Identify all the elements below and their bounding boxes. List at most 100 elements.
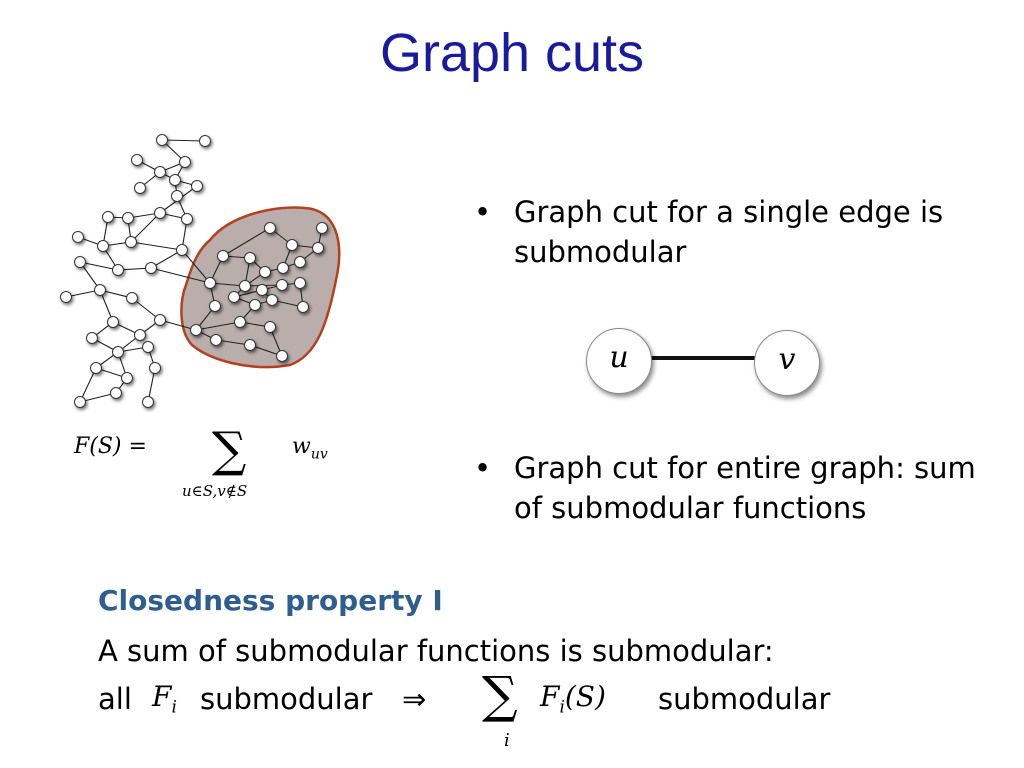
- formula-term: wuv: [292, 434, 328, 462]
- graph-node: [145, 262, 157, 274]
- Fi-subscript: i: [171, 697, 177, 718]
- graph-node: [90, 362, 102, 374]
- graph-edge: [181, 249, 211, 284]
- graph-node: [266, 294, 278, 306]
- graph-node: [217, 250, 229, 262]
- graph-node: [316, 222, 328, 234]
- graph-node: [286, 239, 298, 251]
- graph-illustration: [60, 134, 341, 408]
- graph-node: [156, 134, 168, 146]
- graph-node: [112, 346, 124, 358]
- graph-node: [190, 324, 202, 336]
- graph-node: [154, 207, 166, 219]
- sum-i-symbol: ∑: [482, 666, 518, 724]
- graph-node: [86, 332, 98, 344]
- sum-symbol: ∑: [212, 422, 247, 478]
- graph-node: [176, 244, 188, 256]
- closedness-statement: A sum of submodular functions is submodu…: [98, 634, 774, 668]
- closedness-heading: Closedness property I: [98, 584, 443, 617]
- FiS-term: Fi(S): [540, 680, 606, 718]
- submodular-word-2: submodular: [658, 682, 831, 716]
- graph-node: [276, 279, 288, 291]
- bullet-dot: •: [474, 451, 492, 485]
- graph-node: [249, 299, 261, 311]
- graph-node: [126, 292, 138, 304]
- Fi-symbol: Fi: [152, 680, 177, 718]
- graph-edge: [150, 267, 211, 284]
- cut-formula: F(S) = ∑ u∈S,v∉S wuv: [74, 422, 374, 508]
- graph-node: [97, 240, 109, 252]
- graph-node: [294, 277, 306, 289]
- graph-node: [297, 301, 309, 313]
- graph-node: [264, 222, 276, 234]
- submodular-word-1: submodular: [200, 682, 373, 716]
- graph-edge: [79, 392, 117, 403]
- graph-node: [142, 341, 154, 353]
- graph-node: [142, 396, 154, 408]
- graph-node: [204, 277, 216, 289]
- graph-edge: [79, 367, 97, 403]
- graph-node: [276, 350, 288, 362]
- sum-i-subscript: i: [504, 730, 510, 751]
- graph-node: [110, 387, 122, 399]
- graph-node: [74, 256, 86, 268]
- graph-node: [191, 180, 203, 192]
- graph-node: [244, 252, 256, 264]
- graph-node: [60, 291, 72, 303]
- graph-node: [121, 372, 133, 384]
- graph-edge: [130, 241, 183, 251]
- graph-node: [277, 262, 289, 274]
- graph-node: [134, 182, 146, 194]
- FiS-letter: F: [540, 680, 560, 713]
- node-u: u: [586, 328, 652, 394]
- graph-node: [179, 156, 191, 168]
- graph-node: [112, 264, 124, 276]
- graph-node: [107, 316, 119, 328]
- formula-sum-subscript: u∈S,v∉S: [182, 482, 248, 500]
- graph-node: [264, 321, 276, 333]
- graph-node: [244, 339, 256, 351]
- graph-node: [228, 291, 240, 303]
- graph-node: [72, 231, 84, 243]
- graph-node: [154, 166, 166, 178]
- graph-node: [256, 284, 268, 296]
- graph-node: [154, 314, 166, 326]
- Fi-letter: F: [152, 680, 172, 713]
- graph-node: [149, 362, 161, 374]
- graph-node: [131, 154, 143, 166]
- formula-w: w: [292, 434, 311, 459]
- graph-node: [210, 334, 222, 346]
- graph-edge: [79, 261, 119, 271]
- graph-node: [74, 396, 86, 408]
- graph-node: [102, 211, 114, 223]
- graph-edge: [222, 227, 271, 257]
- edge-uv: [650, 356, 758, 360]
- implies-symbol: ⇒: [402, 682, 427, 716]
- formula-lhs: F(S) =: [74, 434, 147, 459]
- graph-node: [234, 316, 246, 328]
- graph-node: [199, 135, 211, 147]
- graph-edge: [161, 139, 206, 142]
- graph-node: [312, 242, 324, 254]
- graph-node: [134, 329, 146, 341]
- graph-edge: [195, 321, 241, 331]
- graph-node: [125, 236, 137, 248]
- graph-node: [94, 284, 106, 296]
- node-v: v: [754, 330, 820, 396]
- graph-edge: [159, 319, 197, 331]
- bullet-1-text: Graph cut for a single edge is submodula…: [514, 195, 944, 269]
- FiS-subscript: i: [559, 697, 565, 718]
- graph-node: [171, 190, 183, 202]
- graph-node: [169, 174, 181, 186]
- slide-title: Graph cuts: [379, 23, 645, 83]
- all-word: all: [98, 682, 132, 716]
- FiS-argument: (S): [564, 680, 606, 713]
- bullet-2-text: Graph cut for entire graph: sum of submo…: [514, 451, 976, 525]
- closedness-implication: all Fi submodular ⇒ ∑ i Fi(S) submodular: [98, 666, 918, 762]
- graph-node: [122, 212, 134, 224]
- graph-node: [294, 256, 306, 268]
- formula-w-subscript: uv: [310, 446, 328, 463]
- bullet-dot: •: [474, 195, 492, 229]
- graph-node: [239, 280, 251, 292]
- graph-node: [181, 213, 193, 225]
